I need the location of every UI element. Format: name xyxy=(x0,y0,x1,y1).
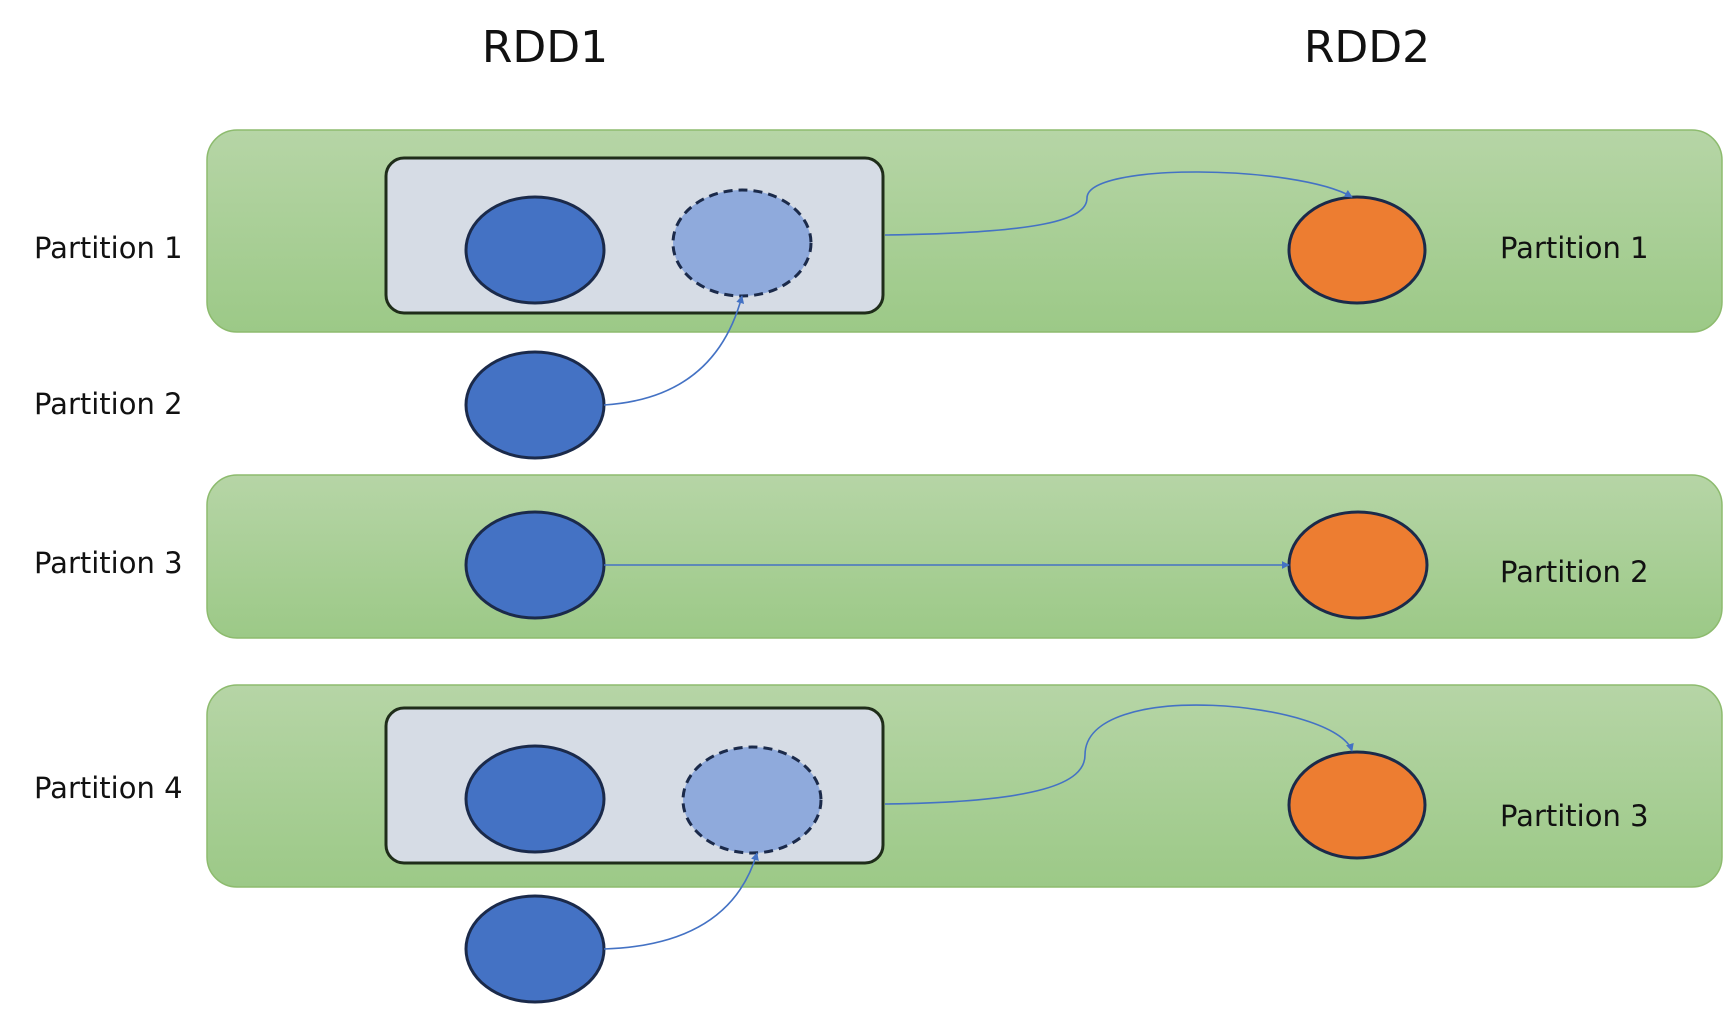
rdd1-partition-2-node xyxy=(464,350,606,460)
rdd1-partition-1-node xyxy=(464,195,606,305)
rdd1-partition-4-label: Partition 4 xyxy=(34,771,183,805)
rdd1-partition-2-label: Partition 2 xyxy=(34,387,183,421)
shuffle-arrow-1 xyxy=(884,171,1353,236)
rdd2-heading: RDD2 xyxy=(1304,22,1430,73)
output-band-2 xyxy=(206,474,1723,639)
rdd1-partition-3-node xyxy=(464,510,606,620)
rdd2-partition-3-node xyxy=(1287,750,1427,860)
merge-arrow-2 xyxy=(603,852,759,950)
rdd2-partition-1-label: Partition 1 xyxy=(1500,231,1649,265)
rdd1-partition-1-label: Partition 1 xyxy=(34,231,183,265)
rdd2-partition-2-node xyxy=(1287,510,1429,620)
rdd1-partition-4-node xyxy=(464,744,606,854)
merged-placeholder-1 xyxy=(671,188,813,298)
rdd1-heading: RDD1 xyxy=(482,22,608,73)
rdd2-partition-3-label: Partition 3 xyxy=(1500,799,1649,833)
rdd1-partition-5-node xyxy=(464,894,606,1004)
merged-placeholder-2 xyxy=(681,745,823,855)
rdd1-partition-3-label: Partition 3 xyxy=(34,546,183,580)
merge-arrow-1 xyxy=(603,295,745,406)
rdd2-partition-1-node xyxy=(1287,195,1427,305)
rdd2-partition-2-label: Partition 2 xyxy=(1500,555,1649,589)
shuffle-arrow-3 xyxy=(884,704,1354,805)
